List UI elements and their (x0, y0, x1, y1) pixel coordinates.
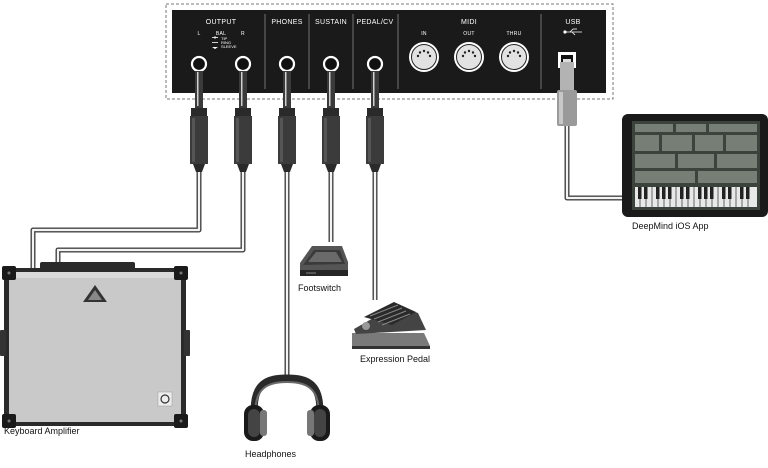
keyboard-amplifier-label: Keyboard Amplifier (4, 426, 80, 436)
midi-out-label: OUT (463, 31, 474, 37)
pedal-cv-label: PEDAL/CV (356, 19, 393, 26)
output-right-label: R (241, 31, 245, 37)
usb-symbol-icon (563, 28, 582, 36)
ios-app-label: DeepMind iOS App (632, 221, 709, 231)
output-left-label: L (197, 31, 200, 37)
keyboard-amplifier (0, 262, 190, 428)
amp-power-icon (160, 394, 170, 404)
headphones-device (244, 374, 330, 441)
ipad-device (622, 114, 768, 217)
midi-out-socket (454, 42, 484, 72)
midi-thru-label: THRU (506, 31, 521, 37)
expression-pedal-device (352, 302, 430, 349)
output-legend-sleeve: SLEEVE (221, 44, 237, 49)
midi-in-label: IN (421, 31, 427, 37)
midi-in-socket (409, 42, 439, 72)
midi-label: MIDI (461, 19, 477, 26)
output-label: OUTPUT (206, 19, 237, 26)
footswitch-label: Footswitch (298, 283, 342, 293)
headphones-right-cup (307, 405, 330, 441)
sustain-label: SUSTAIN (315, 19, 347, 26)
panel-dashed-outline (165, 3, 614, 100)
usb-label: USB (565, 19, 580, 26)
output-legend-tip: TIP (221, 36, 228, 41)
expression-pedal-label: Expression Pedal (360, 354, 431, 364)
pedal-cv-jack (366, 55, 384, 73)
output-left-jack (190, 55, 208, 73)
jack-cables (30, 71, 625, 380)
output-right-jack (234, 55, 252, 73)
headphones-label: Headphones (245, 449, 297, 459)
usb-cable-plug (557, 62, 577, 126)
output-legend-ring: RING (221, 40, 231, 45)
trs-symbol-icon (212, 36, 218, 49)
sustain-jack (322, 55, 340, 73)
panel-dividers (264, 14, 542, 89)
headphones-left-cup (244, 405, 267, 441)
footswitch-device (300, 246, 348, 276)
midi-thru-socket (499, 42, 529, 72)
output-bal-label: BAL (216, 31, 226, 37)
phones-jack (278, 55, 296, 73)
phones-label: PHONES (271, 19, 302, 26)
